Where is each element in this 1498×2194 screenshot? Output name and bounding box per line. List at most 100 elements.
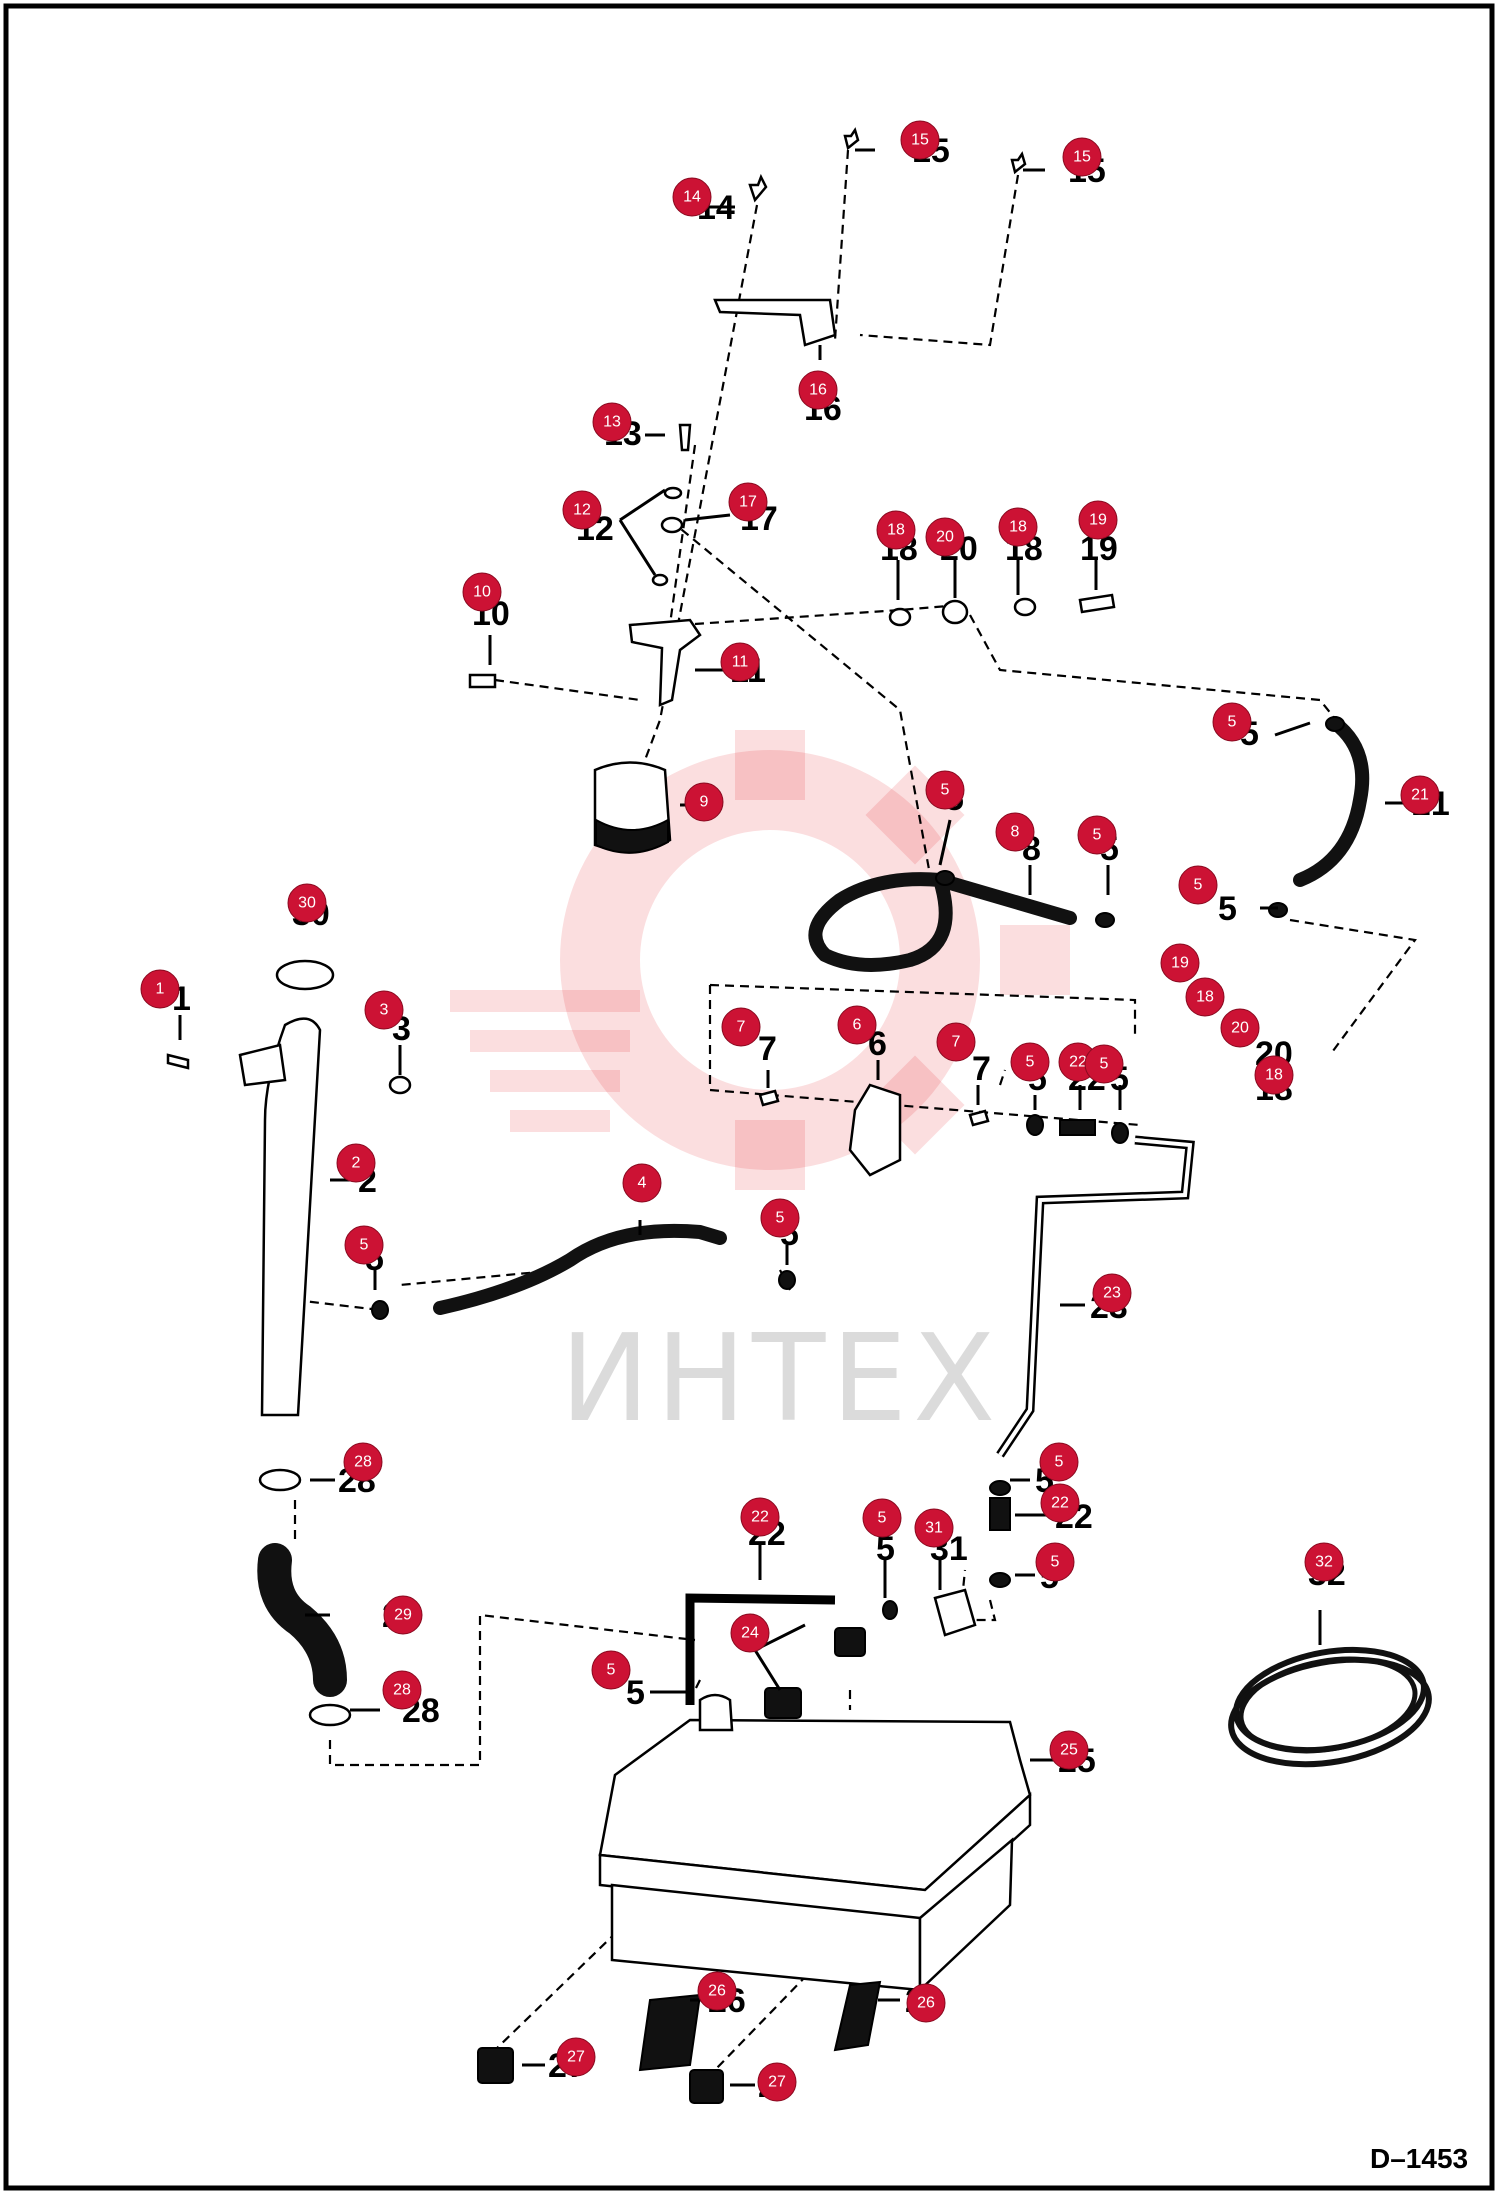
washer-part [888,607,912,627]
callout-badge-label: 5 [1026,1054,1035,1071]
callout-badge-bolt: 10 [462,572,502,612]
clip-part [843,127,860,151]
callout-badge-block: 27 [757,2062,797,2102]
callout-num: 5 [1218,890,1237,928]
callout-badge-label: 5 [941,782,950,799]
callout-badge-label: 9 [700,794,709,811]
callout-badge-fitting: 7 [936,1022,976,1062]
callout-badge-label: 17 [739,494,757,511]
callout-badge-label: 5 [1055,1454,1064,1471]
nut-part [388,1075,412,1095]
callout-badge-clamp: 28 [343,1442,383,1482]
callout-badge-label: 32 [1315,1554,1333,1571]
banjo-part [941,599,969,625]
callout-badge-clamp: 5 [1010,1042,1050,1082]
callout-badge-hose: 29 [383,1595,423,1635]
washer-part [663,486,683,500]
callout-badge-hose-coil: 32 [1304,1542,1344,1582]
callout-badge-banjo-bolt: 19 [1160,943,1200,983]
filter-head-part [628,618,702,707]
callout-badge-filter: 9 [684,782,724,822]
bolt-part [678,423,692,452]
callout-badge-label: 13 [603,414,621,431]
callout-badge-grommet: 24 [730,1613,770,1653]
leader-lines [178,148,1410,2087]
callout-badge-washer: 18 [1254,1055,1294,1095]
hose-coil-part [1228,1646,1432,1768]
callout-badge-clip: 14 [672,177,712,217]
callout-badge-clip: 15 [900,120,940,160]
callout-badge-clamp: 28 [382,1670,422,1710]
callout-badge-label: 8 [1011,824,1020,841]
callout-badge-label: 19 [1089,512,1107,529]
callout-badge-label: 5 [360,1237,369,1254]
callout-badge-washer: 18 [876,510,916,550]
callout-badge-fitting: 7 [721,1007,761,1047]
callout-badge-clamp: 5 [760,1198,800,1238]
callout-badge-label: 5 [1051,1554,1060,1571]
callout-badge-clamp: 5 [1084,1044,1124,1084]
fitting-part [758,1089,780,1107]
callout-badge-banjo: 20 [1220,1008,1260,1048]
callout-badge-label: 15 [1073,149,1091,166]
callout-badge-label: 25 [1060,1742,1078,1759]
callout-badge-label: 10 [473,584,491,601]
callout-badge-label: 18 [887,522,905,539]
callout-badge-fuel-line: 23 [1092,1273,1132,1313]
callout-badge-washer: 18 [998,507,1038,547]
callout-badge-screw: 1 [140,969,180,1009]
callout-badge-label: 22 [1069,1054,1087,1071]
callout-badge-clamp: 5 [1039,1442,1079,1482]
callout-badge-pad: 26 [697,1971,737,2011]
watermark-text: ИНТЕХ [560,1310,1001,1449]
callout-badge-label: 5 [1100,1056,1109,1073]
callout-badge-label: 18 [1009,519,1027,536]
callout-badge-bolt: 13 [592,402,632,442]
block-part [477,2047,514,2084]
callout-badge-filler-neck: 2 [336,1143,376,1183]
block-part [689,2069,724,2104]
callout-badge-clamp: 5 [925,770,965,810]
hose-part [685,1593,836,1705]
bolt-part [468,673,497,689]
callout-badge-filter: 31 [914,1508,954,1548]
callout-badge-label: 24 [741,1625,759,1642]
callout-badge-nut: 17 [728,482,768,522]
callout-badge-cap: 30 [287,883,327,923]
callout-badge-filter-head: 11 [720,642,760,682]
hose-part [808,872,1077,972]
callout-badge-label: 11 [732,654,749,671]
callout-badge-label: 30 [298,895,316,912]
bracket-part [713,298,837,347]
callout-badge-label: 5 [878,1510,887,1527]
callout-badge-label: 27 [567,2049,585,2066]
callout-badge-label: 14 [683,189,701,206]
callout-badge-label: 26 [708,1983,726,2000]
callout-badge-label: 5 [607,1662,616,1679]
hose-part [257,1543,347,1697]
callout-badge-hose: 22 [740,1497,780,1537]
callout-badge-block: 27 [556,2037,596,2077]
callout-badge-hose: 21 [1400,775,1440,815]
washer-part [1013,597,1037,617]
callout-badge-label: 7 [737,1019,746,1036]
callout-badge-label: 7 [952,1034,961,1051]
callout-num: 5 [626,1674,645,1712]
filter-part [933,1588,977,1637]
callout-badge-label: 3 [380,1002,389,1019]
callout-badge-label: 5 [1228,714,1237,731]
screw-part [166,1053,190,1070]
callout-badge-clamp: 5 [1212,702,1252,742]
fitting-part [968,1109,990,1127]
callout-badge-label: 12 [573,502,591,519]
callout-badge-clamp: 5 [1178,865,1218,905]
callout-badge-label: 6 [853,1017,862,1034]
callout-badge-hose: 8 [995,812,1035,852]
callout-badge-label: 2 [352,1155,361,1172]
callout-badge-label: 28 [354,1454,372,1471]
callout-badge-bracket: 16 [798,370,838,410]
callout-badge-label: 31 [925,1520,943,1537]
callout-badge-label: 29 [394,1607,412,1624]
nut-part [660,516,684,534]
